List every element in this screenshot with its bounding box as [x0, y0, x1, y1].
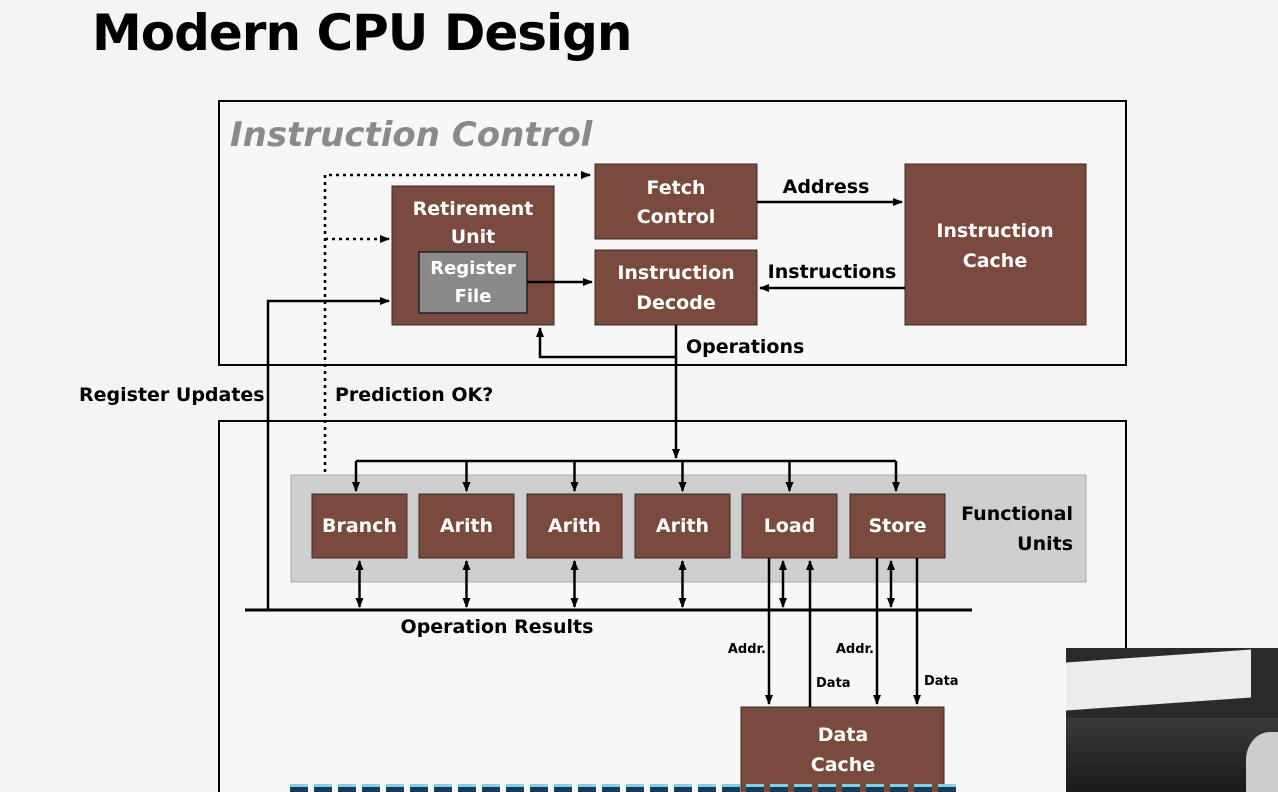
retirement-unit-label-2: Unit [451, 226, 496, 248]
fetch-control-box [594, 163, 758, 240]
functional-units-label-2: Units [1017, 533, 1073, 555]
data-cache-label-2: Cache [811, 754, 875, 776]
register-updates-line [266, 297, 390, 610]
fetch-control-label-1: Fetch [647, 177, 706, 199]
functional-units: Branch Arith Arith Arith Load Store [311, 493, 946, 559]
register-file-box [418, 251, 528, 314]
unit-label-5: Store [868, 515, 926, 537]
instruction-decode-label-1: Instruction [617, 262, 734, 284]
retirement-unit-label-1: Retirement [413, 198, 534, 220]
fetch-control-label-2: Control [637, 206, 716, 228]
unit-box-0 [311, 493, 408, 559]
unit-box-1 [418, 493, 515, 559]
register-file-label-2: File [455, 286, 492, 307]
operation-results-label: Operation Results [401, 616, 594, 638]
unit-box-4 [741, 493, 838, 559]
unit-label-1: Arith [440, 515, 493, 537]
operations-label: Operations [686, 336, 804, 358]
presenter [1246, 732, 1278, 792]
instruction-control-label: Instruction Control [230, 115, 594, 155]
unit-label-4: Load [764, 515, 816, 537]
unit-label-3: Arith [656, 515, 709, 537]
unit-label-0: Branch [322, 515, 397, 537]
address-label: Address [783, 176, 870, 198]
register-updates-label: Register Updates [79, 384, 265, 406]
prediction-ok-label: Prediction OK? [335, 384, 493, 406]
instruction-cache-label-1: Instruction [936, 220, 1053, 242]
instruction-decode-box [594, 249, 758, 326]
video-overlay [1066, 648, 1278, 792]
load-data-label: Data [816, 676, 851, 691]
unit-box-5 [849, 493, 946, 559]
instructions-label: Instructions [768, 261, 897, 283]
instruction-cache-box [904, 163, 1087, 326]
decode-to-retirement-arrow [536, 325, 678, 359]
register-file-label-1: Register [430, 258, 516, 279]
unit-box-3 [634, 493, 731, 559]
data-cache-label-1: Data [818, 724, 869, 746]
store-data-label: Data [924, 674, 959, 689]
instruction-cache-label-2: Cache [963, 250, 1027, 272]
store-addr-label: Addr. [836, 642, 874, 657]
instruction-decode-label-2: Decode [636, 292, 715, 314]
distribution-arrows [352, 461, 900, 492]
result-arrows [355, 560, 895, 608]
load-addr-label: Addr. [728, 642, 766, 657]
functional-units-label-1: Functional [961, 503, 1073, 525]
data-cache-box [740, 706, 945, 792]
subtitle-strip [290, 782, 1010, 792]
prediction-dotted-line [323, 171, 591, 493]
slide-title: Modern CPU Design [92, 4, 633, 62]
unit-label-2: Arith [548, 515, 601, 537]
unit-box-2 [526, 493, 623, 559]
